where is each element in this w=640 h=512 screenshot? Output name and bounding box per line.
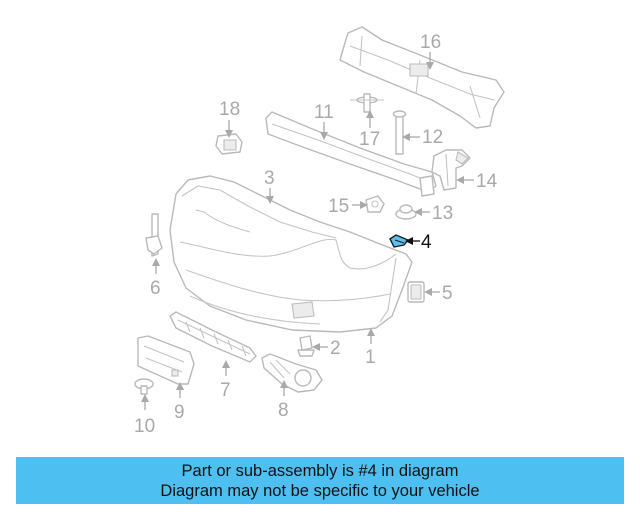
callout-6: 6: [150, 258, 161, 299]
callout-8: 8: [278, 380, 289, 421]
callout-1: 1: [365, 328, 376, 368]
callout-12: 12: [402, 127, 443, 148]
callout-label-16: 16: [420, 32, 441, 53]
part-18-clip: [215, 133, 243, 155]
part-11-impact-bar: [265, 111, 437, 197]
part-9-plate-bracket: [137, 335, 195, 385]
part-16-absorber: [339, 26, 505, 129]
part-17-bolt: [350, 93, 384, 113]
callout-label-17: 17: [359, 129, 380, 150]
callout-label-7: 7: [220, 380, 231, 401]
callout-18: 18: [219, 99, 240, 138]
callout-label-9: 9: [174, 402, 185, 423]
callout-label-13: 13: [432, 203, 453, 224]
callout-label-5: 5: [442, 283, 453, 304]
callout-3: 3: [264, 168, 275, 204]
callout-label-1: 1: [365, 347, 376, 368]
callout-label-3: 3: [264, 168, 275, 189]
callout-label-11: 11: [314, 102, 334, 123]
callout-label-15: 15: [328, 196, 349, 217]
part-8-fog-grille: [261, 353, 323, 393]
part-2-clip: [297, 335, 315, 357]
part-6-bracket: [145, 213, 163, 257]
callout-label-6: 6: [150, 278, 161, 299]
callout-7: 7: [220, 360, 231, 401]
part-4-highlighted: [389, 234, 410, 248]
callout-14: 14: [456, 171, 498, 192]
banner-line-disclaimer: Diagram may not be specific to your vehi…: [160, 481, 480, 500]
callout-4: 4: [405, 232, 432, 253]
callout-label-14: 14: [476, 171, 498, 192]
callout-15: 15: [328, 196, 368, 217]
callout-label-10: 10: [134, 416, 155, 437]
callout-2: 2: [312, 338, 341, 359]
part-1-bumper-cover: [169, 175, 413, 333]
info-banner: Part or sub-assembly is #4 in diagram Di…: [16, 457, 624, 504]
callout-17: 17: [359, 110, 380, 150]
callout-label-12: 12: [422, 127, 443, 148]
part-7-grille: [169, 311, 257, 363]
part-5-cover: [407, 281, 425, 303]
banner-line-part-number: Part or sub-assembly is #4 in diagram: [181, 461, 459, 480]
callout-13: 13: [414, 203, 453, 224]
callout-9: 9: [174, 382, 185, 423]
callout-10: 10: [134, 394, 155, 437]
part-15-bolt: [365, 195, 385, 213]
callout-5: 5: [424, 283, 453, 304]
callout-16: 16: [420, 32, 441, 70]
part-12-bolt: [392, 110, 407, 155]
callout-label-8: 8: [278, 400, 289, 421]
part-13-nut: [395, 204, 417, 220]
parts-diagram: 16 18 11 17 12 14 3 15: [134, 26, 505, 437]
callout-11: 11: [314, 102, 334, 140]
part-10-push-clip: [134, 378, 154, 395]
part-14-bracket: [431, 149, 471, 191]
callout-label-2: 2: [330, 338, 341, 359]
callout-label-18: 18: [219, 99, 240, 120]
callout-label-4: 4: [421, 232, 432, 253]
